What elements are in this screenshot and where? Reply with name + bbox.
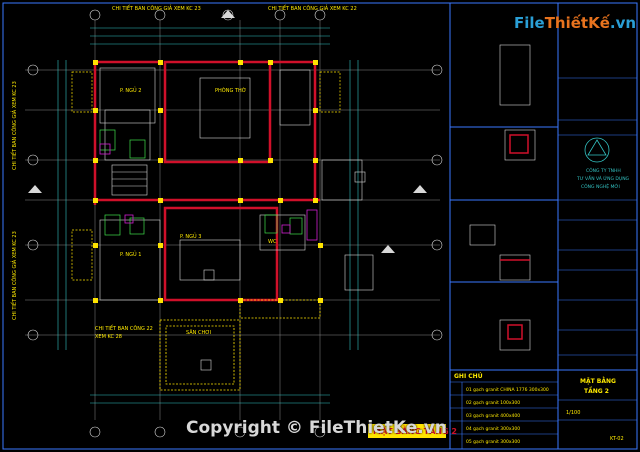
- tb-scale: 1/100: [566, 410, 580, 416]
- top-detail-left-label: CHI TIẾT BAN CÔNG GIẢ XEM KC 23: [112, 4, 201, 12]
- note-item: 01 gạch granit CHINA 1776 300x300: [466, 387, 549, 393]
- logo-domain: .vn: [609, 14, 637, 32]
- note-item: 03 gạch granit 400x400: [466, 413, 520, 419]
- tb-sheet-title-2: TẦNG 2: [584, 386, 609, 395]
- dimension-lines: [57, 27, 359, 404]
- tb-company-2: TƯ VẤN VÀ ỨNG DỤNG: [576, 174, 630, 182]
- room-label-wc: WC: [268, 239, 277, 245]
- logo-accent: ThiếtKế: [544, 14, 610, 32]
- left-detail-label-1: CHI TIẾT BAN CÔNG GIẢ XEM KC 23: [10, 81, 18, 170]
- room-label-ngu-3: P. NGỦ 3: [180, 232, 201, 240]
- tb-sheet-no: KT-02: [610, 436, 624, 442]
- site-logo-text: FileThiếtKế.vn: [514, 14, 636, 32]
- room-label-san-choi: SÂN CHƠI: [186, 329, 211, 336]
- columns: [93, 60, 323, 303]
- section-markers: [28, 10, 427, 253]
- magenta-fixtures: [99, 143, 318, 241]
- title-block-lines: [558, 77, 637, 421]
- logo-main: File: [514, 14, 545, 32]
- room-label-ngu-2: P. NGỦ 2: [120, 86, 141, 94]
- bottom-balcony: [159, 299, 321, 391]
- plan-title: MẶT BẰNG TẦNG 2: [373, 424, 457, 436]
- green-fixtures: [99, 129, 303, 236]
- tb-company-3: CÔNG NGHỆ MỚI: [581, 182, 620, 190]
- company-logo: [584, 137, 610, 163]
- note-item: 04 gạch granit 300x300: [466, 426, 520, 432]
- notes-table-lines: [450, 381, 558, 449]
- note-item: 02 gạch granit 100x300: [466, 400, 520, 406]
- room-label-ngu-1: P. NGỦ 1: [120, 250, 141, 258]
- side-balconies: [71, 71, 341, 281]
- bottom-detail-label: CHI TIẾT BAN CÔNG 22: [95, 324, 153, 332]
- bottom-detail-label-2: XEM KC 28: [95, 334, 122, 340]
- grid-bubbles: [27, 9, 443, 438]
- note-item: 05 gạch granit 300x300: [466, 439, 520, 445]
- detail-accents: [500, 134, 530, 340]
- top-detail-right-label: CHI TIẾT BAN CÔNG GIẢ XEM KC 22: [268, 4, 357, 12]
- furniture-lines: [99, 67, 374, 301]
- room-label-tho: PHÒNG THỜ: [215, 87, 246, 94]
- tb-company-1: CÔNG TY TNHH: [586, 167, 621, 174]
- room-tag-boxes: [200, 171, 366, 371]
- tb-sheet-title-1: MẶT BẰNG: [580, 377, 616, 385]
- left-detail-label-2: CHI TIẾT BAN CÔNG GIẢ XEM KC 23: [10, 231, 18, 320]
- copyright-watermark: Copyright © FileThietKe.vn: [186, 418, 447, 438]
- notes-title: GHI CHÚ: [454, 373, 483, 380]
- detail-drawings: [469, 44, 536, 351]
